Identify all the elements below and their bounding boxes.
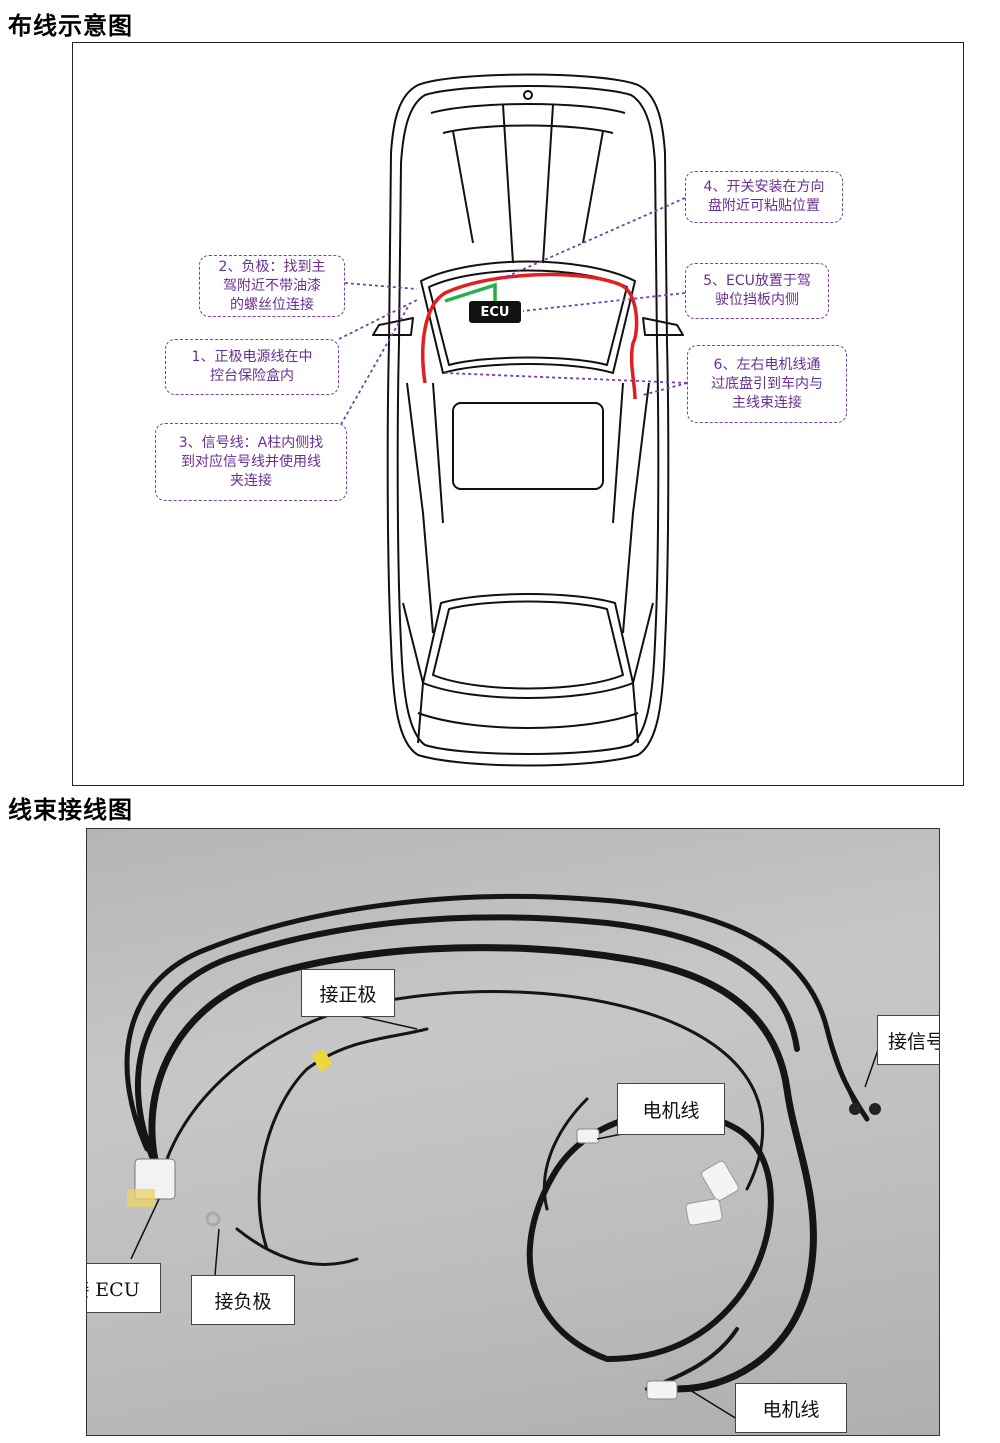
callout-ecu: 5、ECU放置于驾 驶位挡板内侧: [685, 263, 829, 319]
harness-cables: [124, 893, 870, 1393]
harness-photo: [124, 893, 881, 1420]
callout-motor: 6、左右电机线通 过底盘引到车内与 主线束连接: [687, 345, 847, 423]
label-motor-1: 电机线: [617, 1083, 725, 1135]
car-outline: [372, 73, 684, 767]
callout-switch: 4、开关安装在方向 盘附近可粘贴位置: [685, 171, 843, 223]
label-positive: 接正极: [301, 969, 395, 1017]
car-top-view-diagram: [334, 73, 688, 767]
label-ecu: 接 ECU: [87, 1263, 161, 1313]
connectors: [127, 1048, 881, 1400]
label-signal: 接信号线: [877, 1015, 939, 1065]
red-wire: [421, 272, 639, 400]
ecu-box: ECU: [469, 301, 521, 323]
label-motor-2: 电机线: [735, 1383, 847, 1433]
callout-positive: 1、正极电源线在中 控台保险盒内: [165, 339, 339, 395]
wiring-diagram-title: 布线示意图: [8, 12, 133, 40]
callout-signal: 3、信号线：A柱内侧找 到对应信号线并使用线 夹连接: [155, 423, 347, 501]
label-negative: 接负极: [191, 1275, 295, 1325]
wiring-diagram-panel: ECU 2、负极：找到主 驾附近不带油漆 的螺丝位连接 1、正极电源线在中 控台…: [72, 42, 964, 786]
green-wire: [444, 282, 497, 305]
harness-photo-panel: 接正极 接信号线 电机线 接 ECU 接负极 电机线: [86, 828, 940, 1436]
callout-negative: 2、负极：找到主 驾附近不带油漆 的螺丝位连接: [199, 255, 345, 317]
leader-lines: [334, 197, 688, 436]
harness-diagram-title: 线束接线图: [8, 796, 133, 824]
